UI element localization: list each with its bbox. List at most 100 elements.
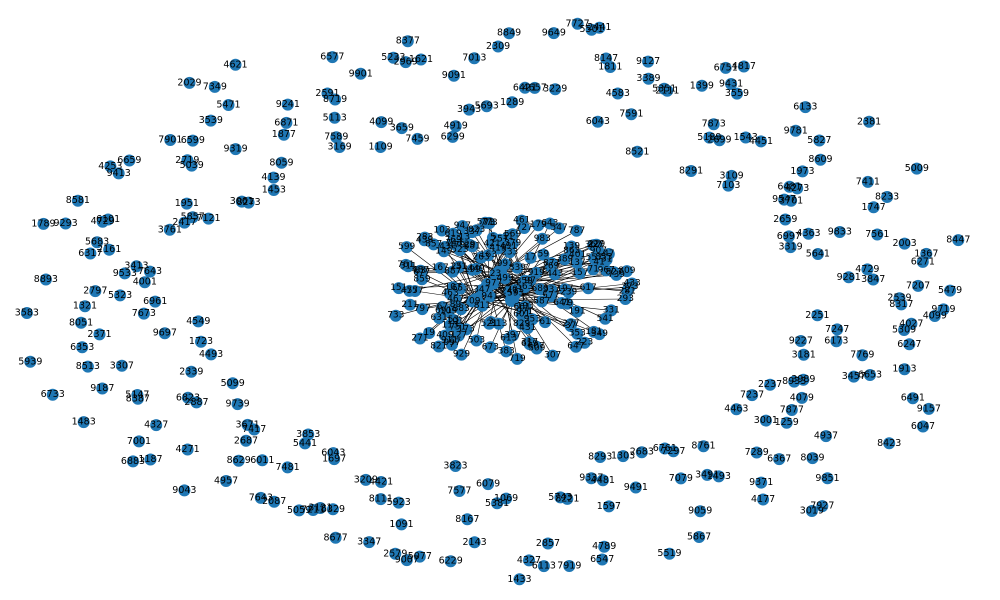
isolated-node [731, 87, 743, 100]
node-label: 53 [448, 315, 459, 325]
node-label: 101 [447, 317, 464, 327]
graph-node [599, 312, 612, 325]
node-label: 2 [625, 285, 631, 295]
node-label: 439 [416, 235, 433, 245]
isolated-node [867, 273, 880, 286]
node-label: 4099 [923, 311, 947, 322]
graph-node [454, 282, 467, 295]
node-label: 9337 [579, 473, 603, 484]
node-label: 8677 [324, 532, 348, 543]
isolated-node [330, 131, 343, 144]
node-label: 193 [517, 302, 534, 312]
isolated-node [185, 365, 198, 378]
isolated-node [797, 373, 810, 386]
node-label: 6329 [321, 504, 345, 515]
node-label: 43 [439, 242, 450, 252]
isolated-node [232, 454, 245, 467]
graph-node [535, 295, 548, 308]
node-label: 2143 [463, 537, 487, 548]
node-label: 9851 [815, 473, 839, 484]
node-label: 139 [563, 242, 580, 252]
isolated-node [79, 300, 91, 313]
isolated-node [127, 455, 139, 468]
node-label: 5441 [293, 438, 317, 449]
isolated-node [602, 500, 615, 513]
node-label: 307 [544, 351, 561, 361]
node-label: 457 [401, 286, 418, 296]
node-label: 3307 [110, 360, 134, 371]
node-label: 3539 [199, 115, 223, 126]
isolated-node [725, 169, 738, 182]
node-label: 59 [538, 250, 550, 260]
node-label: 7673 [132, 308, 156, 319]
node-label: 3659 [390, 123, 414, 134]
node-label: 593 [507, 289, 524, 299]
node-label: 2687 [234, 435, 258, 446]
graph-hub-node [469, 293, 483, 307]
graph-node [484, 290, 496, 303]
isolated-node [542, 537, 554, 550]
node-label: 2539 [887, 293, 911, 304]
graph-node [436, 224, 448, 237]
node-label: 281 [619, 286, 636, 296]
node-label: 859 [413, 274, 430, 284]
graph-node [546, 349, 559, 362]
isolated-node [71, 194, 84, 207]
isolated-node [937, 303, 950, 316]
isolated-node [254, 491, 267, 504]
node-label: 9281 [837, 272, 861, 283]
node-label: 479 [448, 241, 465, 251]
isolated-node [898, 363, 911, 376]
isolated-node [847, 370, 860, 383]
node-label: 1597 [597, 501, 621, 512]
node-label: 467 [447, 295, 464, 305]
node-label: 6043 [321, 448, 345, 459]
node-label: 1399 [690, 80, 714, 91]
node-label: 31 [601, 255, 612, 265]
node-label: 6113 [532, 561, 556, 572]
graph-node [532, 219, 545, 232]
node-label: 1723 [189, 336, 213, 347]
isolated-node [186, 211, 199, 224]
node-label: 29 [464, 240, 476, 250]
node-label: 5147 [125, 390, 149, 401]
graph-node [389, 309, 402, 322]
node-label: 829 [513, 319, 530, 329]
isolated-node [773, 453, 786, 466]
graph-node [400, 241, 413, 254]
graph-edge [444, 246, 477, 301]
graph-node [593, 328, 606, 341]
node-label: 7727 [566, 18, 590, 29]
node-label: 677 [413, 268, 430, 278]
node-label: 4253 [98, 161, 122, 172]
isolated-node [280, 116, 293, 129]
node-label: 6101 [96, 214, 120, 225]
isolated-node [739, 131, 752, 144]
node-label: 227 [587, 240, 604, 250]
node-label: 331 [603, 305, 620, 315]
node-label: 2969 [394, 57, 418, 68]
graph-node [570, 224, 583, 237]
node-label: 9413 [107, 168, 131, 179]
isolated-node [547, 27, 560, 40]
isolated-node [861, 263, 874, 276]
node-label: 3583 [15, 308, 39, 319]
node-label: 5059 [287, 505, 311, 516]
isolated-node [598, 540, 611, 553]
node-label: 661 [514, 303, 531, 313]
graph-node [466, 240, 479, 253]
node-label: 4621 [223, 59, 247, 70]
node-label: 419 [489, 244, 506, 254]
isolated-node [513, 573, 526, 586]
node-label: 8423 [877, 438, 901, 449]
node-label: 9043 [172, 485, 196, 496]
graph-edge [499, 271, 518, 359]
node-label: 173 [458, 324, 475, 334]
isolated-node [867, 201, 880, 214]
node-label: 7121 [196, 213, 220, 224]
node-label: 5039 [180, 160, 204, 171]
node-label: 6823 [176, 392, 200, 403]
node-label: 541 [597, 314, 614, 324]
node-label: 557 [586, 253, 603, 263]
node-label: 7589 [324, 132, 348, 143]
